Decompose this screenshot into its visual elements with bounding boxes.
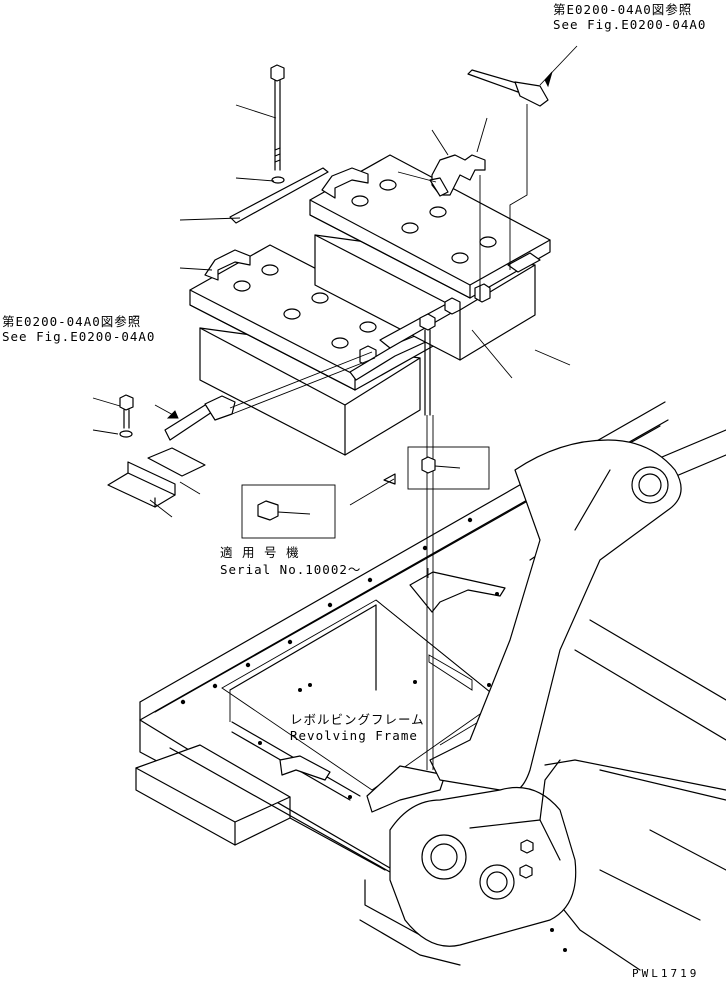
- fig-reference-left-jp: 第E0200-04A0図参照: [2, 314, 142, 329]
- serial-label-jp: 適 用 号 機: [220, 545, 300, 560]
- fig-reference-left-en: See Fig.E0200-04A0: [2, 329, 156, 344]
- leader-lines: [92, 45, 578, 518]
- cables: [164, 69, 549, 441]
- battery-bracket: [107, 394, 206, 508]
- frame-label-en: Revolving Frame: [290, 728, 418, 743]
- hold-down-parts: [229, 64, 481, 770]
- fig-reference-top-en: See Fig.E0200-04A0: [553, 17, 707, 32]
- fig-reference-top-jp: 第E0200-04A0図参照: [553, 2, 693, 17]
- detail-boxes: [241, 446, 490, 539]
- frame-label-jp: レボルビングフレーム: [290, 712, 425, 727]
- drawing-code: PWL1719: [632, 967, 700, 980]
- revolving-frame: [135, 401, 726, 971]
- battery-left: [189, 244, 436, 456]
- serial-label-en: Serial No.10002～: [220, 562, 362, 577]
